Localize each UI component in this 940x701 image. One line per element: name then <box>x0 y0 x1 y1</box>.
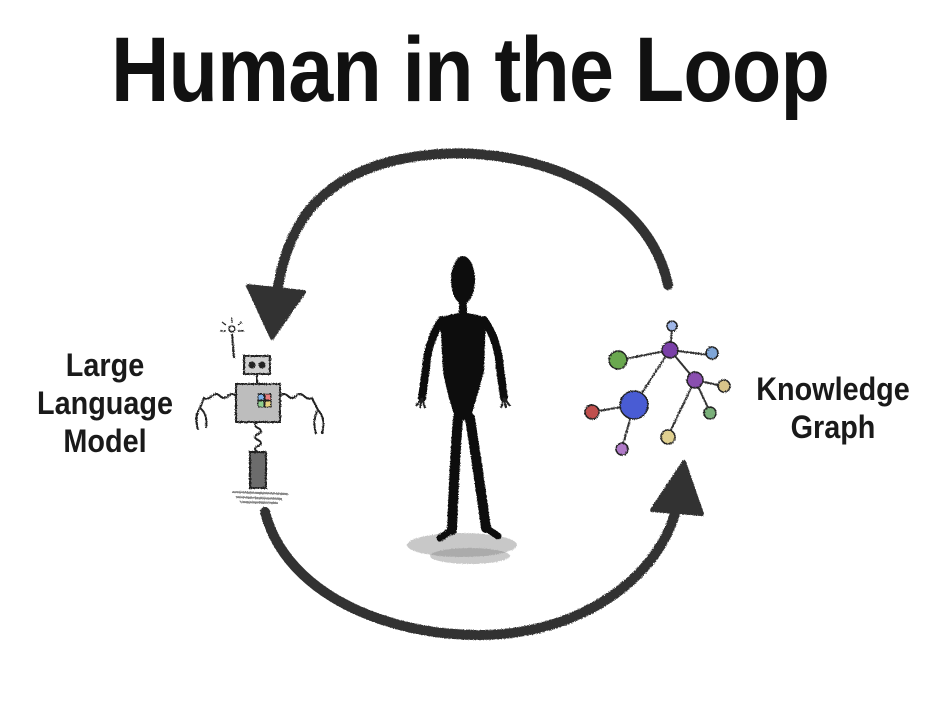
llm-label-line: Large <box>65 347 145 383</box>
top-cycle-arrow <box>246 148 673 340</box>
human-figure-icon <box>407 256 517 564</box>
kg-label-line: Graph <box>790 409 876 445</box>
llm-label: Large Language Model <box>29 346 182 460</box>
kg-label-line: Knowledge <box>756 371 910 407</box>
llm-label-line: Language <box>36 385 174 421</box>
robot-icon <box>195 318 325 504</box>
llm-label-line: Model <box>63 423 147 459</box>
bottom-cycle-arrow <box>260 460 704 640</box>
diagram-title: Human in the Loop <box>110 19 830 121</box>
graph-network-icon <box>584 320 731 456</box>
knowledge-graph-label: Knowledge Graph <box>748 370 919 446</box>
